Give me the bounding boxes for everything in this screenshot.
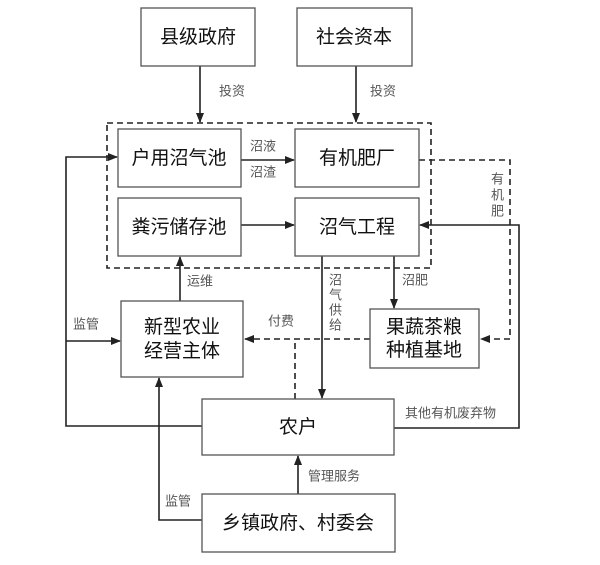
- label-biogas-supply: 沼 气 供 给: [329, 274, 342, 334]
- svg-text:社会资本: 社会资本: [316, 26, 392, 48]
- label-invest-1: 投资: [219, 84, 245, 100]
- arrow-township-supervise: [155, 377, 202, 521]
- node-organic-fertilizer-plant: 有机肥厂: [294, 128, 420, 188]
- svg-text:县级政府: 县级政府: [160, 26, 236, 48]
- svg-text:沼: 沼: [329, 274, 342, 289]
- svg-text:种植基地: 种植基地: [386, 339, 462, 361]
- label-biogas-fertilizer: 沼肥: [402, 274, 428, 289]
- label-invest-2: 投资: [370, 84, 396, 100]
- dashed-plant-to-base: [419, 159, 511, 343]
- node-agri-entity: 新型农业 经营主体: [120, 300, 244, 378]
- label-supervise-1: 监管: [73, 318, 99, 333]
- label-residue: 沼渣: [250, 166, 276, 181]
- node-planting-base: 果蔬茶粮 种植基地: [369, 308, 480, 369]
- node-township-gov: 乡镇政府、村委会: [201, 493, 396, 553]
- svg-text:农户: 农户: [279, 416, 317, 438]
- arrow-farmers-supervise-digester: [65, 153, 202, 427]
- node-household-digester: 户用沼气池: [117, 128, 242, 188]
- svg-text:肥: 肥: [491, 205, 504, 220]
- svg-text:沼气工程: 沼气工程: [319, 216, 395, 238]
- node-manure-storage: 粪污储存池: [117, 197, 242, 257]
- svg-text:有: 有: [491, 173, 504, 188]
- svg-text:果蔬茶粮: 果蔬茶粮: [386, 316, 462, 338]
- svg-text:新型农业: 新型农业: [144, 316, 220, 338]
- label-other-waste: 其他有机废弃物: [405, 406, 496, 422]
- label-pay: 付费: [268, 315, 294, 330]
- label-management-service: 管理服务: [308, 469, 360, 485]
- node-biogas-project: 沼气工程: [294, 197, 420, 257]
- svg-text:机: 机: [491, 189, 504, 204]
- svg-text:户用沼气池: 户用沼气池: [131, 147, 226, 169]
- svg-text:粪污储存池: 粪污储存池: [131, 216, 226, 238]
- svg-text:供: 供: [329, 304, 342, 319]
- node-social-capital: 社会资本: [296, 7, 413, 67]
- node-farmers: 农户: [201, 398, 395, 456]
- arrow-farmers-waste-to-biogas: [394, 221, 520, 429]
- label-om: 运维: [187, 275, 213, 290]
- svg-text:乡镇政府、村委会: 乡镇政府、村委会: [222, 512, 374, 534]
- label-organic-fertilizer: 有 机 肥: [491, 173, 504, 220]
- svg-text:经营主体: 经营主体: [144, 340, 220, 362]
- label-supervise-2: 监管: [165, 495, 191, 510]
- biogas-system-group: [106, 122, 432, 269]
- label-slurry: 沼液: [250, 140, 276, 155]
- svg-text:气: 气: [329, 288, 342, 304]
- svg-text:给: 给: [329, 319, 342, 334]
- node-county-gov: 县级政府: [140, 7, 256, 67]
- svg-text:有机肥厂: 有机肥厂: [319, 147, 395, 169]
